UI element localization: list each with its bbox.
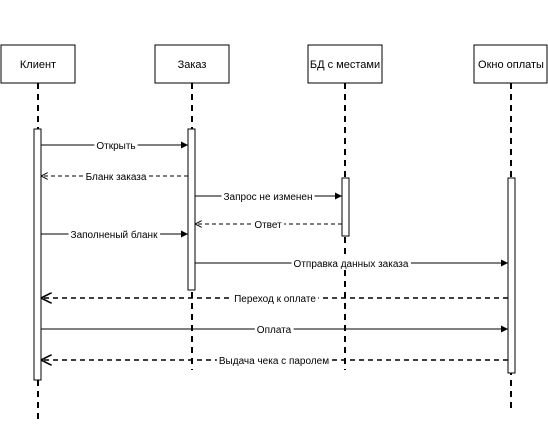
message-answer: Ответ: [195, 220, 342, 231]
actor-db: БД с местами: [307, 44, 383, 84]
message-filled-form: Заполненый бланк: [41, 229, 188, 241]
actor-order-label: Заказ: [178, 59, 207, 71]
message-label-background: [232, 294, 319, 305]
message-answer-label: Ответ: [254, 220, 282, 231]
message-open-label: Открыть: [96, 141, 135, 152]
message-label-background: [221, 192, 315, 203]
message-request-unchanged: Запрос не изменен: [195, 192, 342, 203]
message-open: Открыть: [41, 141, 188, 152]
actor-order: Заказ: [154, 44, 230, 84]
message-payment-label: Оплата: [257, 325, 292, 336]
message-label-background: [216, 356, 332, 367]
message-receipt: Выдача чека с паролем: [41, 356, 508, 367]
activation-order: [187, 128, 196, 291]
message-label-background: [254, 325, 294, 336]
message-order-form-label: Бланк заказа: [86, 172, 147, 183]
actor-client: Клиент: [0, 44, 76, 84]
message-label-background: [83, 172, 149, 183]
message-go-to-payment: Переход к оплате: [41, 294, 508, 305]
message-order-form: Бланк заказа: [41, 172, 188, 183]
message-go-to-payment-label: Переход к оплате: [234, 294, 316, 305]
message-label-background: [94, 141, 138, 152]
message-label-background: [68, 229, 161, 241]
message-label-background: [252, 220, 285, 231]
message-send-order-data-label: Отправка данных заказа: [294, 259, 409, 270]
message-receipt-label: Выдача чека с паролем: [219, 356, 329, 367]
actor-payment-label: Окно оплаты: [478, 59, 544, 71]
message-label-background: [291, 259, 411, 270]
activation-payment: [507, 177, 516, 374]
message-send-order-data: Отправка данных заказа: [195, 259, 508, 270]
message-request-unchanged-label: Запрос не изменен: [224, 192, 313, 203]
actor-db-label: БД с местами: [310, 59, 380, 71]
message-payment: Оплата: [41, 325, 508, 336]
activation-db: [341, 177, 350, 237]
actor-payment: Окно оплаты: [473, 44, 548, 84]
activation-client: [33, 128, 42, 381]
message-filled-form-label: Заполненый бланк: [71, 229, 159, 241]
actor-client-label: Клиент: [20, 59, 56, 71]
